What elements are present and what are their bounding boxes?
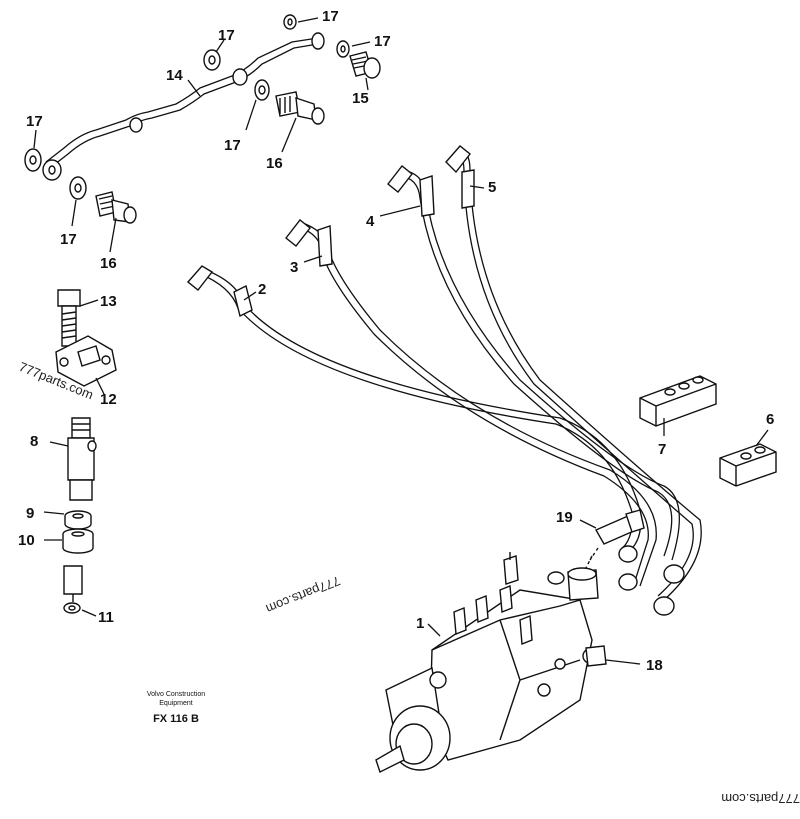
callout-17: 17 bbox=[26, 113, 43, 130]
banjo-bolt-15 bbox=[349, 51, 381, 79]
callout-11: 11 bbox=[98, 609, 114, 626]
watermark-bottom-right: 777parts.com bbox=[721, 791, 800, 806]
callout-7: 7 bbox=[658, 441, 666, 458]
clamp-12 bbox=[55, 335, 117, 387]
callout-18: 18 bbox=[646, 657, 663, 674]
callout-10: 10 bbox=[18, 532, 35, 549]
caption-manufacturer-line2: Equipment bbox=[159, 700, 193, 707]
callout-19: 19 bbox=[556, 509, 573, 526]
callout-16: 16 bbox=[266, 155, 283, 172]
callout-17: 17 bbox=[218, 27, 235, 44]
callout-16: 16 bbox=[100, 255, 117, 272]
sleeve-10 bbox=[62, 528, 94, 554]
callout-13: 13 bbox=[100, 293, 117, 310]
banjo-bolt-16-upper bbox=[275, 91, 325, 125]
callout-8: 8 bbox=[30, 433, 38, 450]
callout-17: 17 bbox=[374, 33, 391, 50]
delivery-pipe-4 bbox=[387, 165, 681, 561]
washer-17-group bbox=[24, 14, 350, 200]
callout-4: 4 bbox=[366, 213, 375, 230]
callout-1: 1 bbox=[416, 615, 424, 632]
nozzle-11 bbox=[63, 565, 83, 614]
callout-14: 14 bbox=[166, 67, 183, 84]
callout-labels: 17 17 17 15 14 17 16 17 17 16 13 12 8 9 … bbox=[18, 8, 774, 674]
callout-17: 17 bbox=[60, 231, 77, 248]
pipe-clamp-6 bbox=[719, 443, 777, 487]
figure-caption: Volvo Construction Equipment FX 116 B bbox=[147, 691, 205, 725]
leader-lines bbox=[33, 17, 769, 665]
caption-figure-code: FX 116 B bbox=[153, 713, 199, 725]
watermark-center: 777parts.com bbox=[264, 573, 343, 616]
injector-8 bbox=[67, 417, 97, 501]
bolt-13 bbox=[57, 289, 81, 347]
callout-2: 2 bbox=[258, 281, 266, 298]
callout-3: 3 bbox=[290, 259, 298, 276]
banjo-bolt-16-lower bbox=[95, 191, 137, 224]
return-pipe-14 bbox=[42, 32, 325, 181]
pipe-nuts bbox=[618, 545, 685, 616]
callout-12: 12 bbox=[100, 391, 117, 408]
callout-5: 5 bbox=[488, 179, 496, 196]
callout-17: 17 bbox=[224, 137, 241, 154]
delivery-pipe-5 bbox=[445, 145, 702, 601]
caption-manufacturer-line1: Volvo Construction bbox=[147, 691, 205, 698]
seal-9 bbox=[64, 510, 92, 530]
callout-9: 9 bbox=[26, 505, 34, 522]
delivery-pipe-3 bbox=[285, 219, 657, 587]
injection-pump-1 bbox=[375, 552, 607, 773]
callout-17: 17 bbox=[322, 8, 339, 25]
callout-6: 6 bbox=[766, 411, 774, 428]
fitting-19 bbox=[585, 509, 645, 569]
callout-15: 15 bbox=[352, 90, 369, 107]
pipe-clamp-7 bbox=[639, 375, 717, 427]
